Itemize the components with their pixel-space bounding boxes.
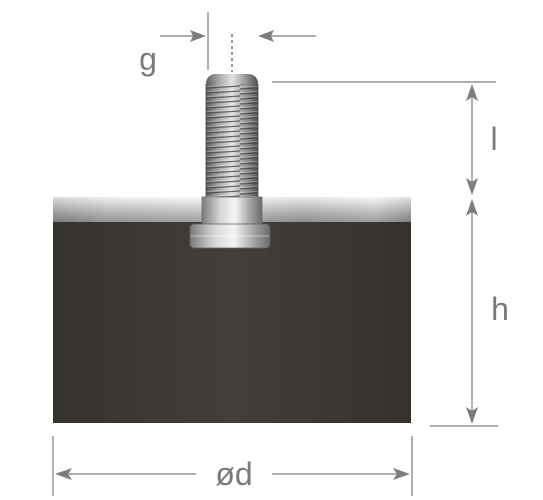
d-dimension: ød <box>52 436 413 496</box>
bolt-head <box>189 196 271 249</box>
l-label: l <box>490 121 497 157</box>
g-dimension: g <box>139 12 316 77</box>
d-label: ød <box>215 456 252 492</box>
g-label: g <box>139 41 157 77</box>
h-dimension: h <box>430 199 509 427</box>
h-label: h <box>491 291 509 327</box>
rubber-body <box>53 221 411 423</box>
threaded-stud <box>205 74 259 197</box>
l-dimension: l <box>272 81 498 195</box>
